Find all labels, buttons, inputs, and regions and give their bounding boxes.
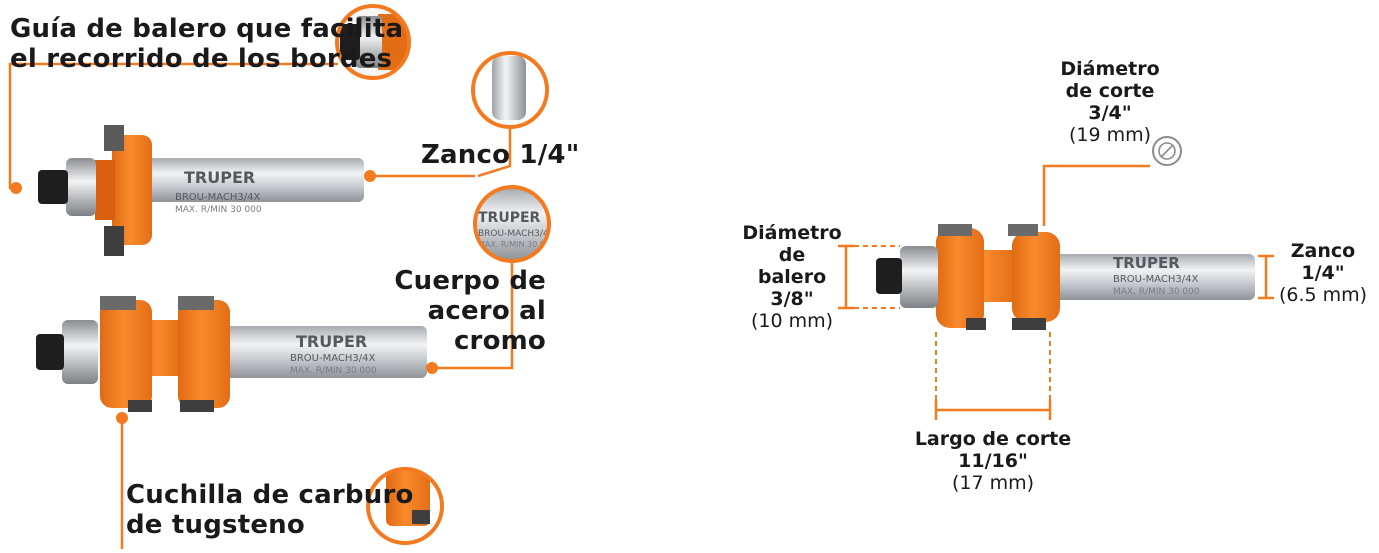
bearing-diameter-metric: (10 mm) <box>750 310 834 332</box>
shank-bottom <box>222 326 427 378</box>
shank-dimension: Zanco 1/4" (6.5 mm) <box>1276 240 1370 306</box>
router-bit-dimensioned: TRUPER BROU-MACH3/4X MAX. R/MIN 30 000 <box>876 224 1255 330</box>
bearing-diameter-label: Diámetro de balero <box>742 222 842 288</box>
bit-model-dim: BROU-MACH3/4X <box>1113 274 1198 285</box>
zoom-body: TRUPER BROU-MACH3/4X MAX. R/MIN 30 000 <box>473 185 555 263</box>
diameter-icon <box>1152 136 1182 166</box>
cut-diameter-dimension: Diámetro de corte 3/4" (19 mm) <box>1040 58 1180 146</box>
cut-diameter-value: 3/4" <box>1088 102 1132 124</box>
bearing-bottom <box>62 320 98 384</box>
zoom-blade <box>366 467 444 545</box>
shank-dim-value: 1/4" <box>1301 262 1345 284</box>
cut-length-value: 11/16" <box>958 450 1028 472</box>
bearing-diameter-value: 3/8" <box>770 288 814 310</box>
cut-diameter-metric: (19 mm) <box>1068 124 1152 146</box>
cut-diameter-label: Diámetro de corte <box>1060 58 1160 102</box>
dimension-guides <box>854 245 1051 400</box>
cut-length-dimension: Largo de corte 11/16" (17 mm) <box>900 428 1086 494</box>
bit-model-top: BROU-MACH3/4X <box>175 192 260 203</box>
cutter-rear-bottom <box>178 300 230 408</box>
blade-label: Cuchilla de carburo de tugsteno <box>126 480 414 540</box>
bearing-diameter-dimension: Diámetro de balero 3/8" (10 mm) <box>742 222 842 332</box>
zoom-brand: TRUPER <box>478 210 541 226</box>
body-label: Cuerpo de acero al cromo <box>394 266 546 356</box>
callout-dots <box>10 170 438 424</box>
shank-dimensioned <box>1040 254 1255 300</box>
bit-speed-bottom: MAX. R/MIN 30 000 <box>290 366 377 376</box>
shank-label: Zanco 1/4" <box>421 140 580 170</box>
zoom-model: BROU-MACH3/4X <box>478 229 555 239</box>
router-bit-bottom: TRUPER BROU-MACH3/4X MAX. R/MIN 30 000 <box>36 296 427 412</box>
bit-brand-top: TRUPER <box>184 168 255 187</box>
bearing-screw-bottom <box>36 334 64 370</box>
zoom-speed: MAX. R/MIN 30 000 <box>478 240 555 249</box>
dimension-lines <box>838 164 1274 420</box>
cut-length-metric: (17 mm) <box>951 472 1035 494</box>
bit-speed-dim: MAX. R/MIN 30 000 <box>1113 287 1200 297</box>
cutter-front-bottom <box>100 300 152 408</box>
shank-dim-label: Zanco <box>1290 240 1356 262</box>
carbide-tip-top <box>104 125 124 151</box>
bearing-guide-label: Guía de balero que facilita el recorrido… <box>10 14 404 74</box>
bearing-top <box>66 158 96 216</box>
cutter-body-top <box>112 135 152 245</box>
shank-dim-metric: (6.5 mm) <box>1278 284 1368 306</box>
bit-brand-dim: TRUPER <box>1113 254 1180 272</box>
bit-brand-bottom: TRUPER <box>296 332 367 351</box>
carbide-tip-bottom <box>104 226 124 256</box>
bit-speed-top: MAX. R/MIN 30 000 <box>175 205 262 215</box>
zoom-shank <box>471 51 549 129</box>
bit-model-bottom: BROU-MACH3/4X <box>290 353 375 364</box>
zoom-bearing <box>335 4 411 80</box>
bearing-screw-top <box>38 170 68 204</box>
cut-length-label: Largo de corte <box>914 428 1072 450</box>
router-bit-top: TRUPER BROU-MACH3/4X MAX. R/MIN 30 000 <box>38 125 364 256</box>
shank-top <box>138 158 364 202</box>
